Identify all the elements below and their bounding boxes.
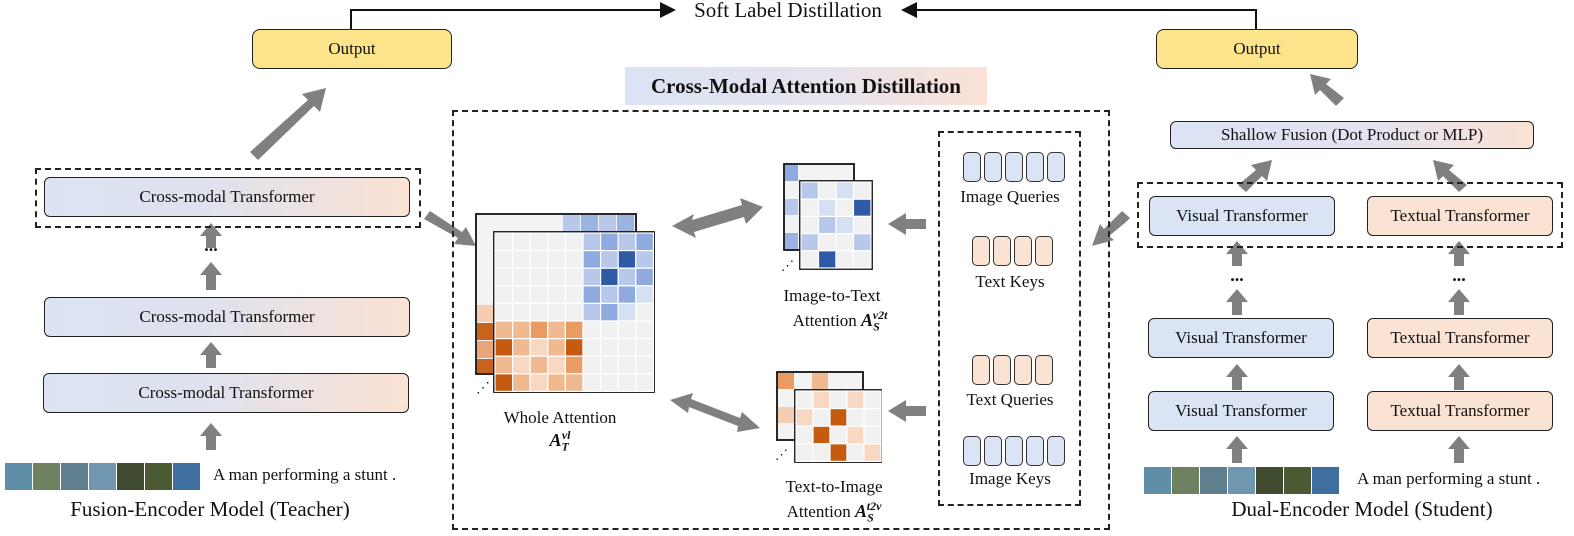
t2i-back-cells xyxy=(778,373,828,423)
gray-arrows xyxy=(200,74,1470,463)
visual-transformer-middle: Visual Transformer xyxy=(1148,318,1334,358)
teacher-output-box: Output xyxy=(252,29,452,69)
textual-transformer-bottom: Textual Transformer xyxy=(1367,391,1553,431)
attention-cell xyxy=(635,373,654,392)
t2i-label-line1: Text-to-Image xyxy=(785,477,883,496)
arrow-queries-to-i2t xyxy=(888,213,926,235)
whole-attention-cells xyxy=(494,232,654,392)
i2t-cells xyxy=(800,181,872,269)
whole-attention-back-cells xyxy=(477,215,634,373)
text-keys-tokens xyxy=(972,236,1053,266)
student-visual-ellipsis: ... xyxy=(1230,265,1244,285)
student-top-layer-dashed-frame xyxy=(1137,182,1563,248)
arrow-teacher-to-attention xyxy=(424,211,476,246)
arrow-student-to-panel xyxy=(1092,211,1130,246)
textual-transformer-middle: Textual Transformer xyxy=(1367,318,1553,358)
center-dashed-frame xyxy=(452,110,1110,530)
t2i-attention-matrix: ⋰ xyxy=(775,371,882,463)
arrow-up-teacher-2 xyxy=(200,342,222,368)
textual-transformer-top: Textual Transformer xyxy=(1367,196,1553,236)
teacher-top-layer-dashed-frame xyxy=(35,168,421,228)
queries-keys-dashed-panel xyxy=(938,131,1081,506)
image-keys-label: Image Keys xyxy=(969,469,1051,488)
student-soft-label-line xyxy=(901,2,1257,30)
teacher-soft-label-line xyxy=(350,2,676,30)
teacher-layer-top: Cross-modal Transformer xyxy=(44,177,410,217)
arrow-up-vis-2 xyxy=(1226,364,1248,390)
image-queries-tokens xyxy=(963,152,1065,182)
attention-cell xyxy=(863,443,882,462)
whole-attention-matrix: ⋰ xyxy=(475,213,655,396)
image-keys-tokens xyxy=(963,436,1065,466)
t2i-label-line2: Attention ASt2v xyxy=(786,499,882,525)
student-video-frames xyxy=(1144,467,1339,494)
arrow-up-txt-3 xyxy=(1448,289,1470,315)
attention-cell xyxy=(852,250,872,269)
soft-label-distillation-title: Soft Label Distillation xyxy=(694,0,882,22)
shallow-fusion-box: Shallow Fusion (Dot Product or MLP) xyxy=(1170,121,1534,149)
teacher-model-name: Fusion-Encoder Model (Teacher) xyxy=(70,497,350,521)
t2i-ellipsis: ⋰ xyxy=(775,447,788,462)
arrow-queries-to-t2i xyxy=(888,400,926,422)
text-queries-tokens xyxy=(972,355,1053,385)
teacher-ellipsis: ... xyxy=(204,235,218,255)
arrow-up-vis-3 xyxy=(1226,289,1248,315)
arrow-whole-t2i xyxy=(670,393,760,432)
arrow-teacher-to-output xyxy=(250,88,326,160)
cross-modal-attention-distillation-title: Cross-Modal Attention Distillation xyxy=(625,67,987,105)
teacher-layer-bottom: Cross-modal Transformer xyxy=(43,373,409,413)
student-caption: A man performing a stunt . xyxy=(1357,469,1541,488)
teacher-video-frames xyxy=(5,463,200,490)
text-queries-label: Text Queries xyxy=(966,390,1054,409)
arrow-up-teacher-4 xyxy=(200,223,222,248)
t2i-cells xyxy=(795,390,882,462)
i2t-back-cells xyxy=(785,165,798,249)
visual-transformer-bottom: Visual Transformer xyxy=(1148,391,1334,431)
teacher-layer-middle: Cross-modal Transformer xyxy=(44,297,410,337)
student-model-name: Dual-Encoder Model (Student) xyxy=(1231,497,1493,521)
arrow-up-teacher-1 xyxy=(200,423,222,450)
arrow-up-teacher-3 xyxy=(200,262,222,290)
arrow-whole-i2t xyxy=(672,198,763,238)
image-queries-label: Image Queries xyxy=(960,187,1060,206)
arrow-up-txt-2 xyxy=(1448,364,1470,390)
i2t-ellipsis: ⋰ xyxy=(781,258,794,273)
student-textual-ellipsis: ... xyxy=(1452,265,1466,285)
arrow-fusion-to-output xyxy=(1310,74,1344,106)
arrow-up-vis-1 xyxy=(1226,436,1248,463)
arrow-vis-to-fusion xyxy=(1238,160,1272,192)
arrow-txt-to-fusion xyxy=(1433,160,1467,192)
visual-transformer-top: Visual Transformer xyxy=(1149,196,1335,236)
arrow-up-txt-4 xyxy=(1448,241,1470,266)
whole-attention-symbol: ATvl xyxy=(549,428,571,454)
i2t-attention-matrix: ⋰ xyxy=(781,163,873,273)
whole-attention-ellipsis: ⋰ xyxy=(476,381,490,396)
whole-attention-label: Whole Attention xyxy=(503,408,617,427)
i2t-label-line2: Attention ASv2t xyxy=(792,308,888,334)
arrow-up-vis-4 xyxy=(1226,241,1248,266)
teacher-caption: A man performing a stunt . xyxy=(213,465,397,484)
arrow-up-txt-1 xyxy=(1448,436,1470,463)
text-keys-label: Text Keys xyxy=(975,272,1045,291)
i2t-label-line1: Image-to-Text xyxy=(783,286,881,305)
student-output-box: Output xyxy=(1156,29,1358,69)
